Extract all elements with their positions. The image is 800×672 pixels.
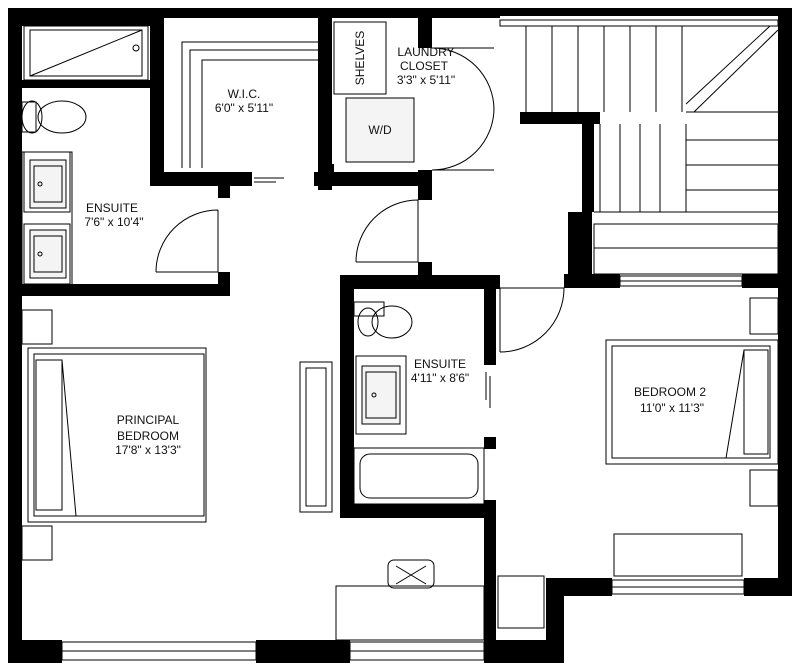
wd-label: W/D xyxy=(368,123,392,137)
bedroom2-name: BEDROOM 2 xyxy=(634,385,706,399)
toilet-lower xyxy=(353,301,413,339)
wic-name: W.I.C. xyxy=(228,87,261,101)
principal-bed xyxy=(27,347,207,523)
stairs xyxy=(499,19,779,275)
doors xyxy=(155,47,565,408)
wic-rods xyxy=(181,41,318,168)
nightstand-principal-bottom xyxy=(21,525,53,561)
vanity-double xyxy=(21,151,73,289)
vanity-single xyxy=(355,355,407,435)
desk-chair xyxy=(335,559,485,641)
laundry-name-line2: CLOSET xyxy=(400,59,449,73)
shelves-label: SHELVES xyxy=(353,31,367,85)
dresser-bedroom2 xyxy=(613,533,743,577)
closet-cube xyxy=(497,575,545,629)
ensuite1-dims: 7'6" x 10'4" xyxy=(84,215,143,229)
laundry-dims: 3'3" x 5'11" xyxy=(397,73,455,87)
wic-dims: 6'0" x 5'11" xyxy=(215,101,273,115)
bedroom2-dims: 11'0" x 11'3" xyxy=(640,401,704,415)
windows xyxy=(61,275,745,661)
walls xyxy=(8,8,792,663)
laundry-fixtures xyxy=(333,21,415,163)
principal-name-line2: BEDROOM xyxy=(117,429,179,443)
shower xyxy=(23,25,149,81)
room-labels: W.I.C. 6'0" x 5'11" SHELVES LAUNDRY CLOS… xyxy=(84,31,706,457)
bed-2 xyxy=(605,339,779,465)
ensuite1-name: ENSUITE xyxy=(86,201,138,215)
toilet-upper xyxy=(21,100,87,134)
nightstand-principal-top xyxy=(21,309,53,345)
bathtub xyxy=(353,447,485,505)
nightstand-bedroom2-bottom xyxy=(749,469,779,507)
principal-dims: 17'8" x 13'3" xyxy=(115,443,181,457)
principal-name-line1: PRINCIPAL xyxy=(117,413,180,427)
laundry-name-line1: LAUNDRY xyxy=(397,45,454,59)
ensuite2-dims: 4'11" x 8'6" xyxy=(411,371,469,385)
dresser-principal xyxy=(299,361,333,513)
ensuite2-name: ENSUITE xyxy=(414,357,466,371)
nightstand-bedroom2-top xyxy=(749,297,779,335)
